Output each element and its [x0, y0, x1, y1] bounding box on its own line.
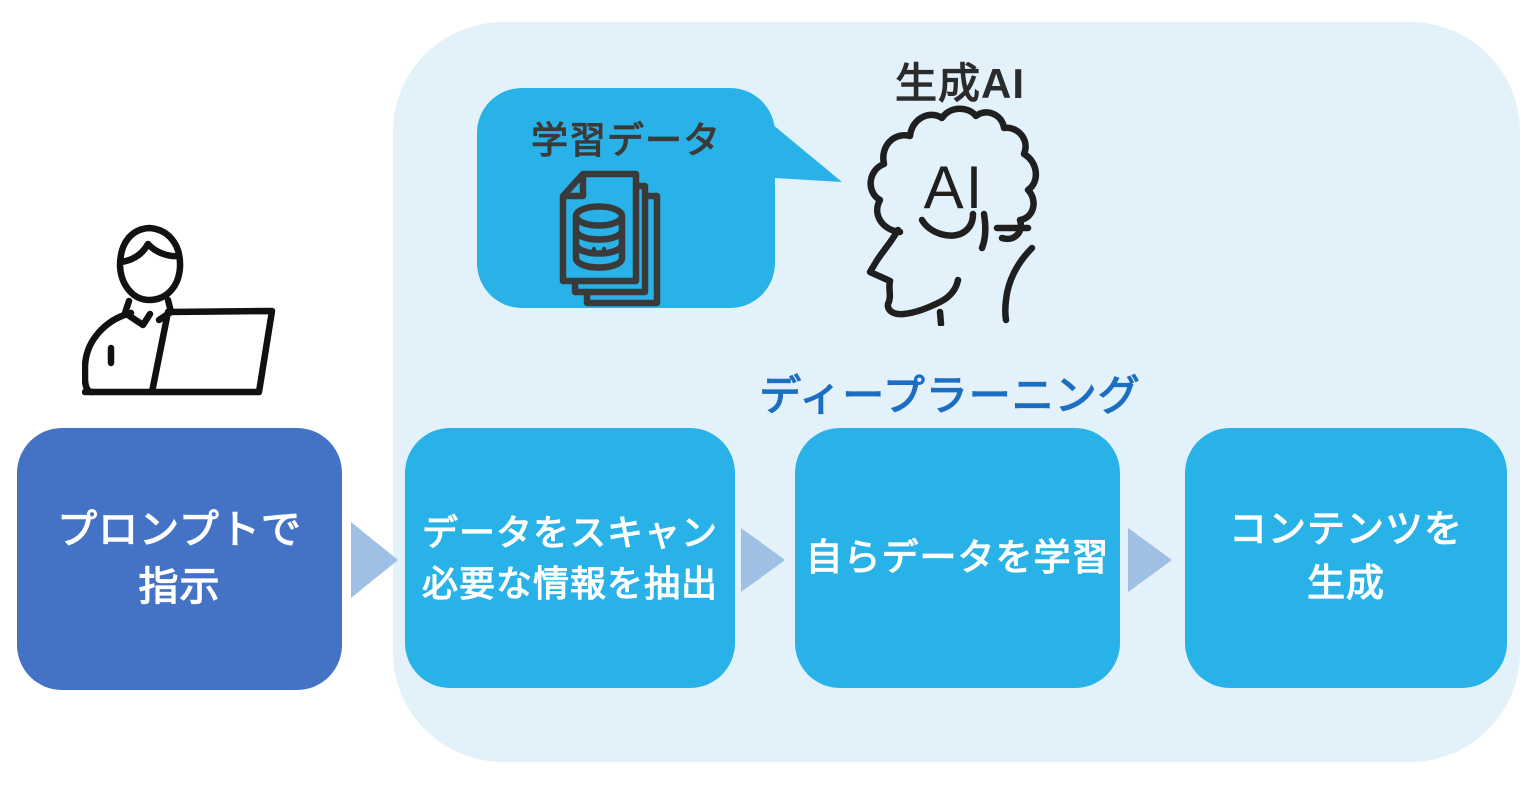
ai-glyph-label: AI — [924, 154, 985, 221]
step-scan-line-1: データをスキャン — [421, 511, 718, 553]
step-generate-line-2: 生成 — [1306, 563, 1385, 605]
bubble-tail — [772, 124, 842, 182]
person-at-laptop-icon — [82, 224, 276, 396]
flow-arrow-icon — [351, 522, 398, 598]
step-prompt-line-1: プロンプトで — [57, 508, 302, 553]
stacked-documents-database-icon — [559, 170, 661, 307]
step-scan-line-2: 必要な情報を抽出 — [421, 563, 718, 604]
generative-ai-title: 生成AI — [894, 60, 1025, 107]
step-generate-line-1: コンテンツを — [1228, 509, 1463, 552]
step-prompt-line-2: 指示 — [138, 565, 221, 609]
step-learn-line-1: 自らデータを学習 — [805, 536, 1110, 578]
step-learn-box: 自らデータを学習 — [795, 428, 1120, 688]
step-generate-box: コンテンツを 生成 — [1185, 428, 1507, 688]
ai-brain-head-icon: AI — [866, 105, 1039, 326]
step-scan-box: データをスキャン 必要な情報を抽出 — [405, 428, 735, 688]
training-data-bubble: 学習データ — [477, 88, 775, 308]
deep-learning-label: ディープラーニング — [759, 372, 1141, 419]
training-data-label: 学習データ — [531, 120, 721, 161]
step-prompt-box: プロンプトで 指示 — [17, 428, 342, 690]
